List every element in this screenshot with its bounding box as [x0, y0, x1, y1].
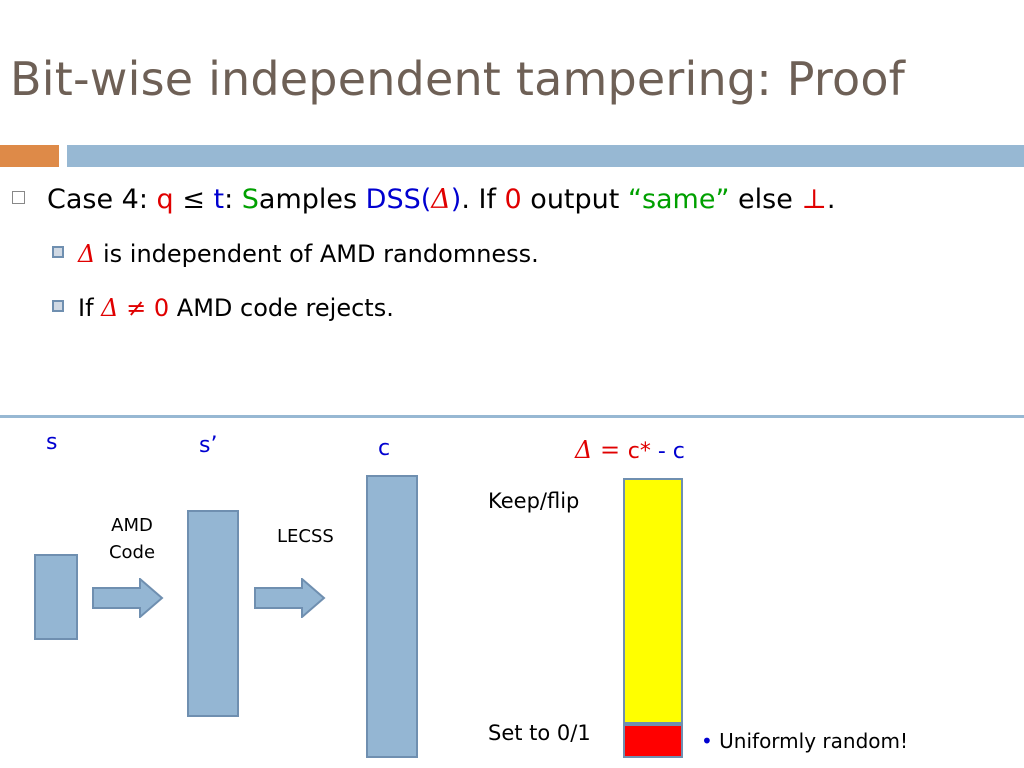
var-t: t [213, 184, 225, 215]
set-to-label: Set to 0/1 [488, 721, 591, 745]
sub-bullet-text: AMD code rejects. [169, 294, 394, 322]
header-rule-bar [67, 145, 1024, 167]
keep-flip-bar [623, 478, 683, 724]
sub-bullet-independence: Δ is independent of AMD randomness. [52, 240, 539, 268]
leq-symbol: ≤ [182, 184, 205, 215]
section-divider [0, 415, 1024, 418]
bullet-dot-icon: • [701, 729, 713, 753]
c-star-text: c* [627, 439, 651, 464]
hollow-square-bullet-icon [12, 191, 25, 204]
delta-equation: Δ = c* - c [575, 436, 685, 464]
uniform-text: Uniformly random! [719, 729, 908, 753]
minus-c-text: - c [650, 439, 685, 464]
delta-symbol: Δ [431, 184, 451, 215]
dss-close: ) [450, 184, 462, 215]
colon-text: : [224, 184, 242, 215]
if-text: If [78, 294, 102, 322]
bottom-symbol: ⊥ [801, 184, 827, 215]
delta-symbol: Δ [101, 294, 119, 322]
slide-title: Bit-wise independent tampering: Proof [10, 52, 906, 106]
delta-symbol: Δ [78, 240, 96, 268]
amd-label-line1: AMD [111, 515, 153, 536]
set-bits-bar [623, 724, 683, 758]
box-s [34, 554, 78, 640]
box-c [366, 475, 418, 758]
label-s: s [46, 430, 58, 455]
zero-value: 0 [504, 184, 522, 215]
lecss-label: LECSS [277, 526, 334, 547]
label-s-prime: s’ [199, 433, 218, 458]
amd-arrow-icon [92, 578, 164, 618]
dss-open: DSS( [365, 184, 432, 215]
amd-label-line2: Code [108, 542, 156, 563]
equals-symbol: = [599, 436, 621, 464]
keep-flip-label: Keep/flip [488, 489, 580, 513]
samples-s: S [241, 184, 259, 215]
amd-code-label: AMD Code [107, 512, 157, 566]
delta-symbol: Δ [575, 436, 593, 464]
header-accent-bar [0, 145, 59, 167]
if-text: . If [461, 184, 505, 215]
label-c: c [378, 436, 391, 461]
else-text: else [729, 184, 802, 215]
var-q: q [156, 184, 174, 215]
sub-bullet-text: is independent of AMD randomness. [95, 240, 539, 268]
bullet-case-4: Case 4: q ≤ t: Samples DSS(Δ). If 0 outp… [12, 184, 835, 215]
output-text: output [521, 184, 628, 215]
case-label: Case 4: [47, 184, 157, 215]
neq-symbol: ≠ [126, 294, 147, 322]
samples-text: amples [258, 184, 366, 215]
same-string: “same” [627, 184, 730, 215]
uniform-note: • Uniformly random! [701, 729, 908, 753]
sub-bullet-rejects: If Δ ≠ 0 AMD code rejects. [52, 294, 394, 322]
zero-value: 0 [153, 294, 170, 322]
filled-square-bullet-icon [52, 300, 64, 312]
filled-square-bullet-icon [52, 246, 64, 258]
period-text: . [826, 184, 836, 215]
lecss-arrow-icon [254, 578, 326, 618]
box-s-prime [187, 510, 239, 717]
